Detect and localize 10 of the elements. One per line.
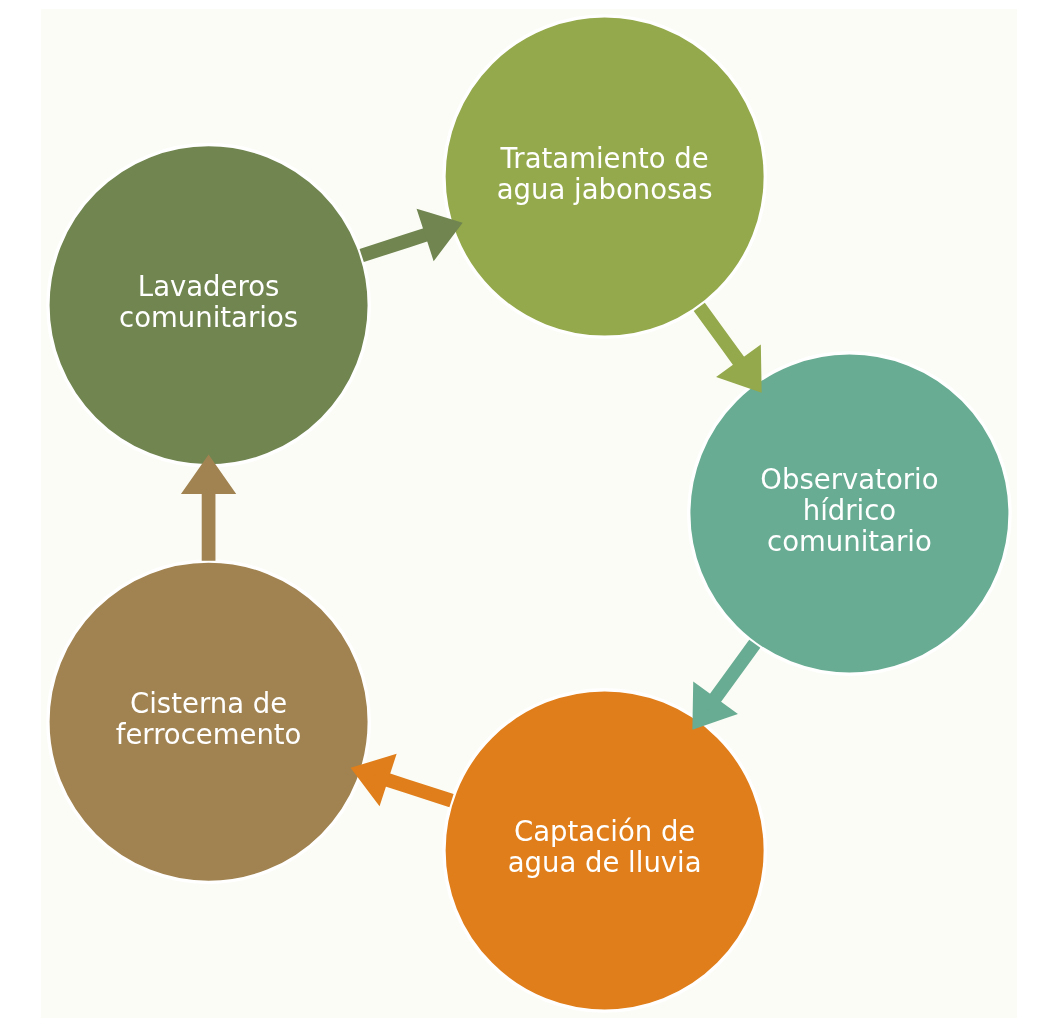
arrow <box>350 753 454 807</box>
node-circle: Cisterna de ferrocemento <box>45 558 371 884</box>
arrow <box>693 302 762 393</box>
arrow <box>180 454 236 561</box>
arrow <box>359 208 463 262</box>
node-circle: Lavaderos comunitarios <box>45 142 371 468</box>
node-circle: Captación de agua de lluvia <box>441 687 767 1013</box>
node-circle: Tratamiento de agua jabonosas <box>441 13 767 339</box>
node-circle: Observatorio hídrico comunitario <box>686 350 1012 676</box>
arrow <box>691 639 760 730</box>
